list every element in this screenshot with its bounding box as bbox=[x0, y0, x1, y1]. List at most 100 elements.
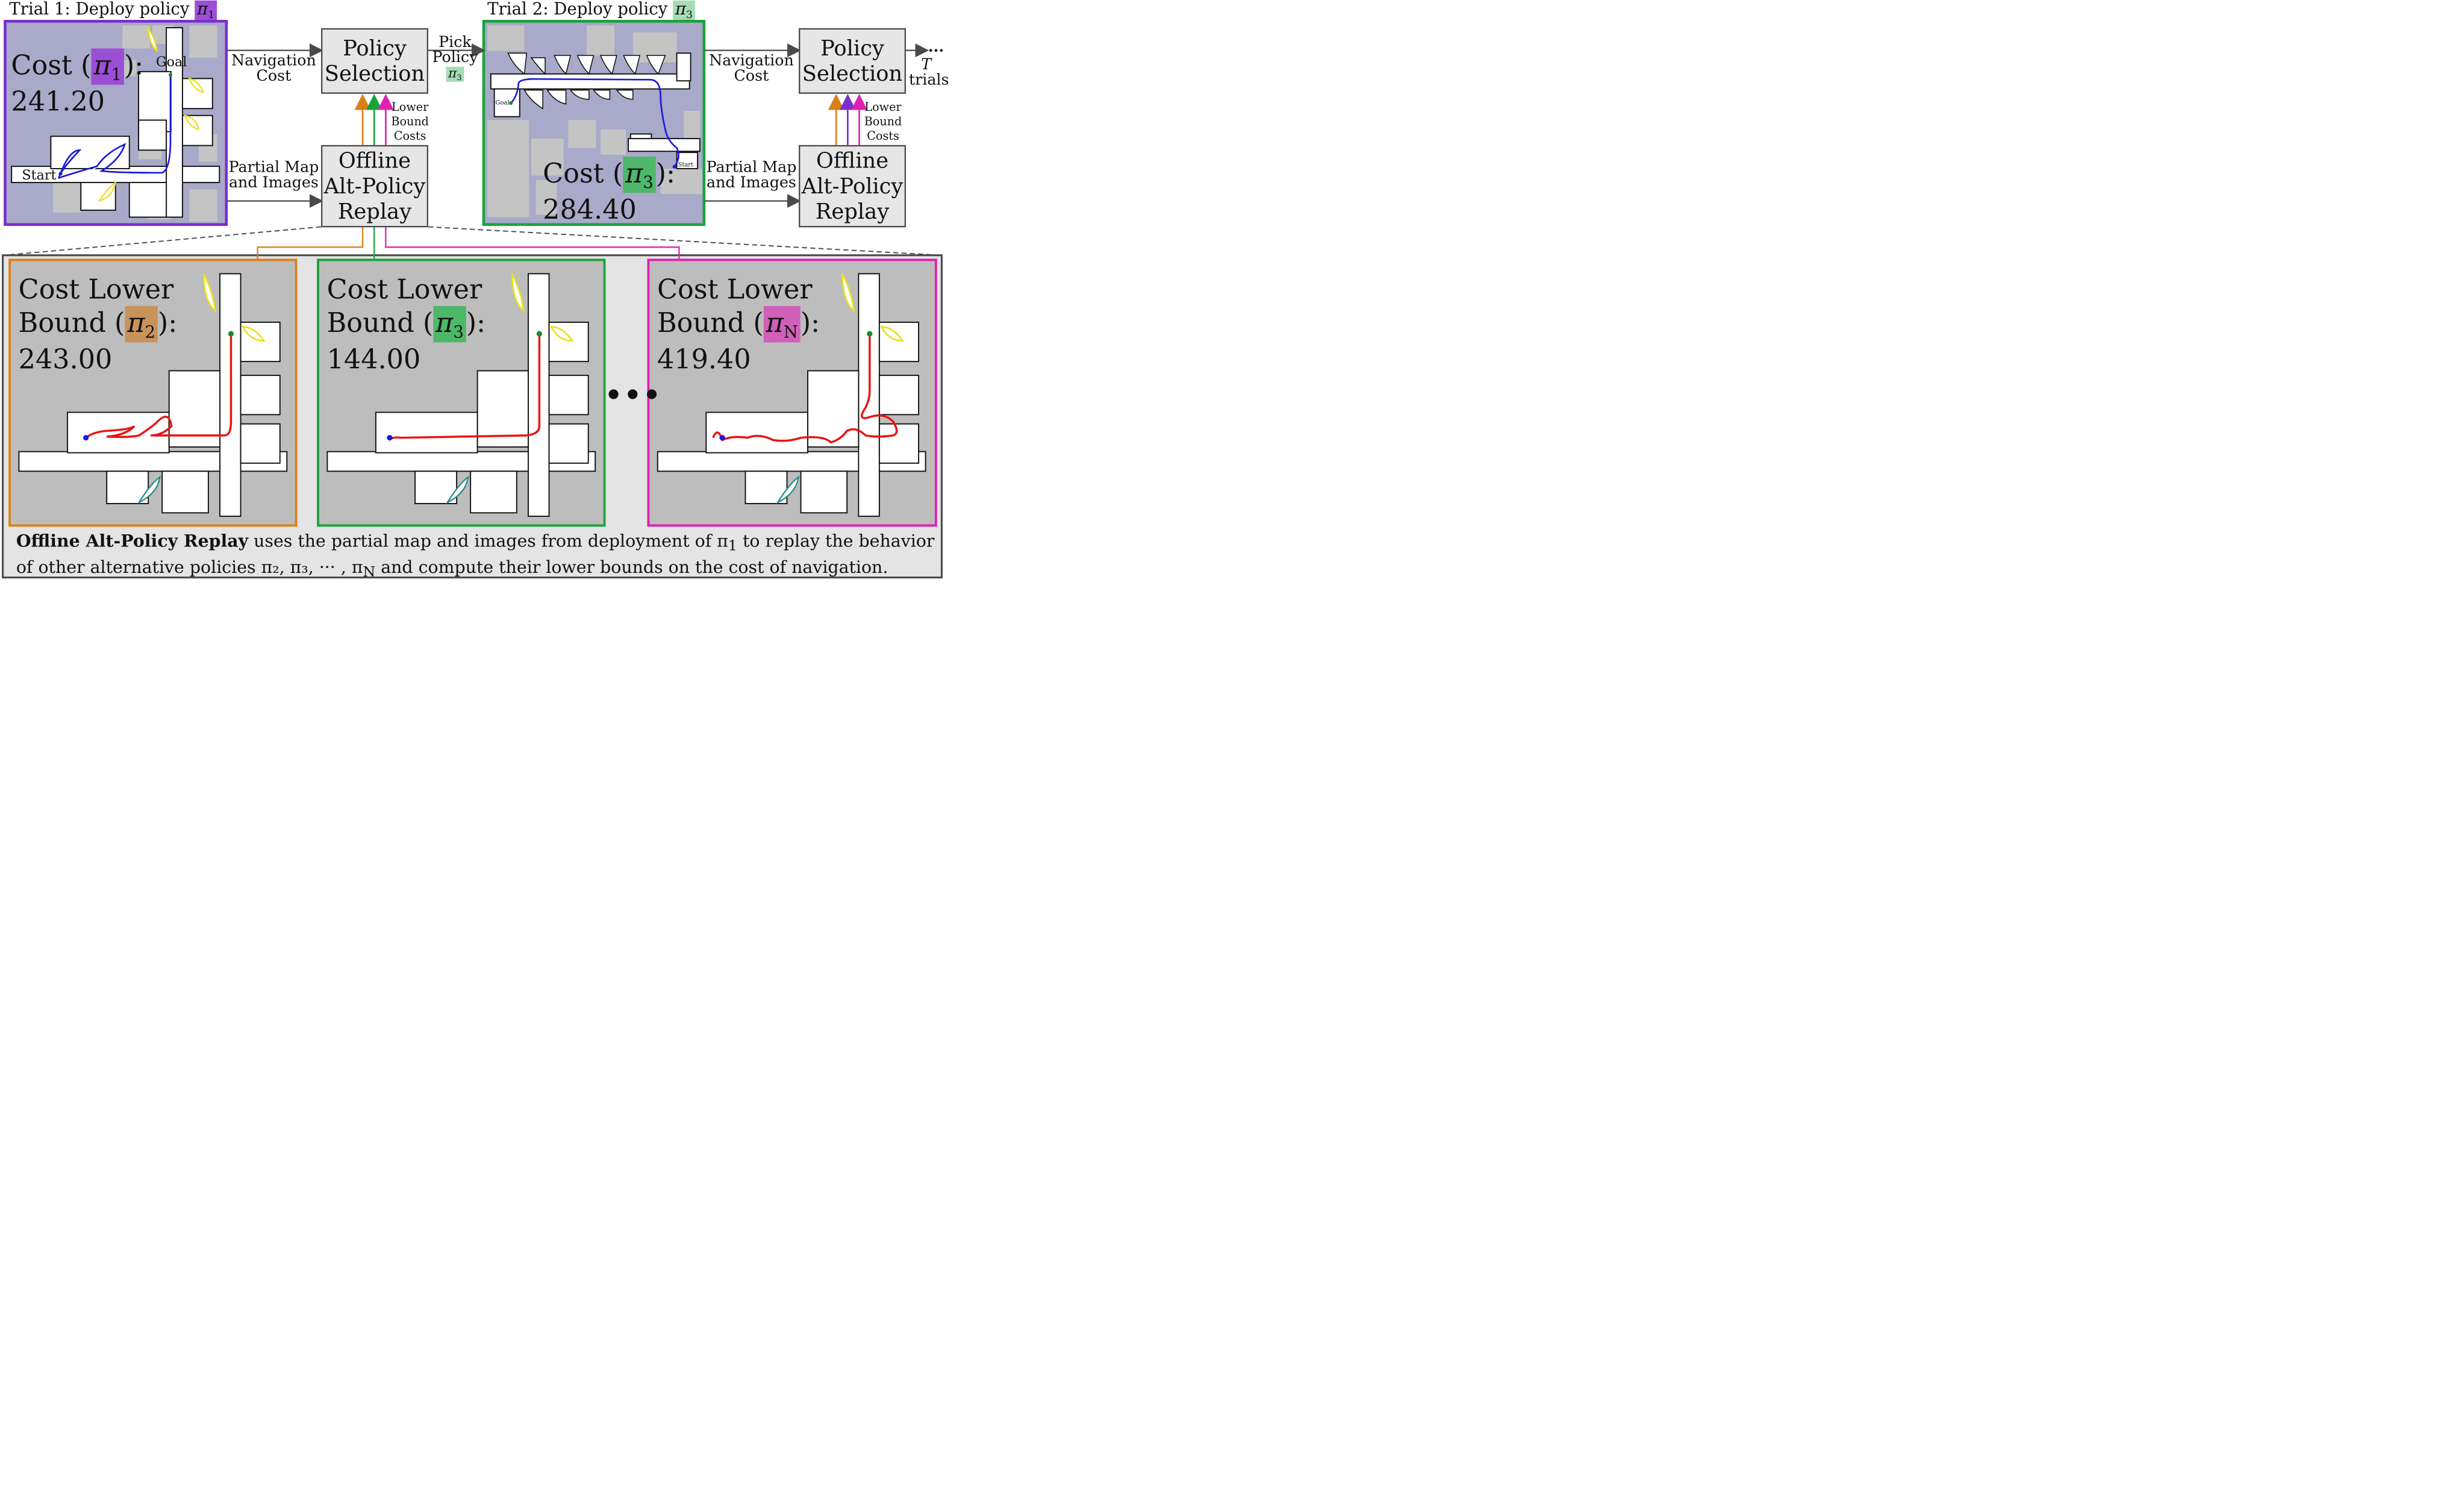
ps1-line2: Selection bbox=[324, 61, 425, 86]
p3-symbol: π bbox=[766, 307, 784, 339]
p1-suffix: ): bbox=[157, 307, 178, 339]
partial-2-line2: and Images bbox=[706, 173, 796, 192]
partial-1-line1: Partial Map bbox=[228, 158, 319, 176]
trial2-cost-badge: π3 bbox=[623, 156, 656, 193]
trials-word: trials bbox=[908, 70, 949, 89]
trial2-title: Trial 2: Deploy policy π3 bbox=[487, 1, 695, 20]
caption-part1: uses the partial map and images from dep… bbox=[248, 531, 728, 551]
trial1-cost-value: 241.20 bbox=[11, 86, 105, 117]
p3-value: 419.40 bbox=[657, 343, 751, 375]
trial2-title-text: Trial 2: Deploy policy bbox=[487, 0, 668, 19]
panel-3-map bbox=[647, 258, 937, 527]
caption-subN: N bbox=[363, 563, 376, 580]
caption: Offline Alt-Policy Replay uses the parti… bbox=[16, 529, 935, 582]
trial1-cost-label: Cost ( bbox=[11, 49, 92, 81]
trial1-policy-badge: π1 bbox=[195, 1, 217, 20]
p2-line2: Bound ( bbox=[326, 307, 434, 339]
ps2-line2: Selection bbox=[802, 61, 903, 86]
trial1-title-text: Trial 1: Deploy policy bbox=[9, 0, 190, 19]
trial1-title: Trial 1: Deploy policy π1 bbox=[9, 1, 217, 20]
p3-suffix: ): bbox=[800, 307, 820, 339]
p1-line1: Cost Lower bbox=[18, 273, 174, 305]
caption-bold: Offline Alt-Policy Replay bbox=[16, 531, 249, 551]
trial1-cost-suffix: ): bbox=[123, 49, 144, 81]
trial2-map bbox=[482, 19, 706, 226]
lb1-line2: Bound bbox=[391, 114, 429, 128]
trial1-cost: Cost (π1): 241.20 bbox=[11, 48, 144, 119]
of1-line2: Alt-Policy bbox=[323, 173, 426, 199]
p1-sub: 2 bbox=[145, 322, 156, 342]
nav-cost-1-line2: Cost bbox=[256, 66, 292, 84]
panel-2-map bbox=[317, 258, 606, 527]
of1-line1: Offline bbox=[338, 148, 411, 173]
trial2-cost-label: Cost ( bbox=[543, 157, 623, 189]
p1-value: 243.00 bbox=[18, 343, 113, 375]
pick-line1: Pick bbox=[439, 33, 472, 51]
trial1-cost-badge: π1 bbox=[91, 48, 124, 85]
panels-ellipsis: ••• bbox=[604, 378, 663, 411]
trial1-cost-symbol: π bbox=[93, 49, 111, 81]
trial2-policy-badge: π3 bbox=[673, 1, 695, 20]
nav-cost-2-line1: Navigation bbox=[709, 51, 794, 69]
of2-line1: Offline bbox=[816, 148, 889, 173]
of1-line3: Replay bbox=[337, 199, 412, 224]
panel-1-cost: Cost Lower Bound (π2): 243.00 bbox=[19, 272, 178, 375]
lb1-line1: Lower bbox=[392, 100, 429, 114]
p3-sub: N bbox=[783, 322, 798, 342]
trial1-policy-sub: 1 bbox=[208, 8, 215, 21]
p2-value: 144.00 bbox=[326, 343, 421, 375]
trial1-cost-sub: 1 bbox=[111, 64, 122, 84]
lb2-line2: Bound bbox=[864, 114, 902, 128]
caption-part2: to replay the behavior bbox=[737, 531, 935, 551]
lb1-line3: Costs bbox=[393, 129, 426, 143]
trial2-cost-sub: 3 bbox=[643, 172, 654, 192]
of2-line3: Replay bbox=[815, 199, 890, 224]
pick-policy-badge: π3 bbox=[446, 67, 464, 82]
p2-line1: Cost Lower bbox=[326, 273, 482, 305]
trial2-cost: Cost (π3): 284.40 bbox=[543, 156, 675, 226]
p3-badge: πN bbox=[763, 306, 801, 343]
p2-symbol: π bbox=[435, 307, 454, 339]
trials-dots: ··· bbox=[928, 41, 944, 60]
p3-line2: Bound ( bbox=[657, 307, 764, 339]
caption-sub1: 1 bbox=[728, 537, 737, 554]
trial2-policy-symbol: π bbox=[675, 0, 687, 19]
trial2-cost-suffix: ): bbox=[655, 157, 675, 189]
of2-line2: Alt-Policy bbox=[801, 173, 904, 199]
lb2-line1: Lower bbox=[864, 100, 902, 114]
p3-line1: Cost Lower bbox=[657, 273, 813, 305]
figure-root: Trial 1: Deploy policy π1 Cost (π1): 241… bbox=[0, 0, 949, 582]
lb2-line3: Costs bbox=[867, 129, 899, 143]
nav-cost-1-line1: Navigation bbox=[231, 51, 316, 69]
trial1-policy-symbol: π bbox=[197, 0, 208, 19]
p2-suffix: ): bbox=[466, 307, 486, 339]
pick-line2: Policy bbox=[432, 48, 478, 66]
ps1-line1: Policy bbox=[343, 36, 407, 61]
trials-t: T bbox=[921, 55, 932, 73]
trial2-goal-label: Goal bbox=[495, 99, 510, 107]
p1-badge: π2 bbox=[125, 306, 158, 343]
nav-cost-2-line2: Cost bbox=[734, 66, 769, 84]
trial2-cost-value: 284.40 bbox=[543, 194, 637, 225]
partial-1-line2: and Images bbox=[228, 173, 319, 192]
p1-line2: Bound ( bbox=[18, 307, 125, 339]
panel-3-cost: Cost Lower Bound (πN): 419.40 bbox=[657, 272, 820, 375]
trial2-cost-symbol: π bbox=[625, 157, 643, 189]
pick-policy-symbol: π bbox=[448, 65, 457, 81]
trial1-start-label: Start bbox=[22, 167, 57, 183]
panel-1-map bbox=[8, 258, 298, 527]
caption-line2-end: and compute their lower bounds on the co… bbox=[375, 557, 888, 577]
ps2-line1: Policy bbox=[820, 36, 884, 61]
pick-policy-sub: 3 bbox=[457, 73, 462, 83]
p2-badge: π3 bbox=[433, 306, 466, 343]
